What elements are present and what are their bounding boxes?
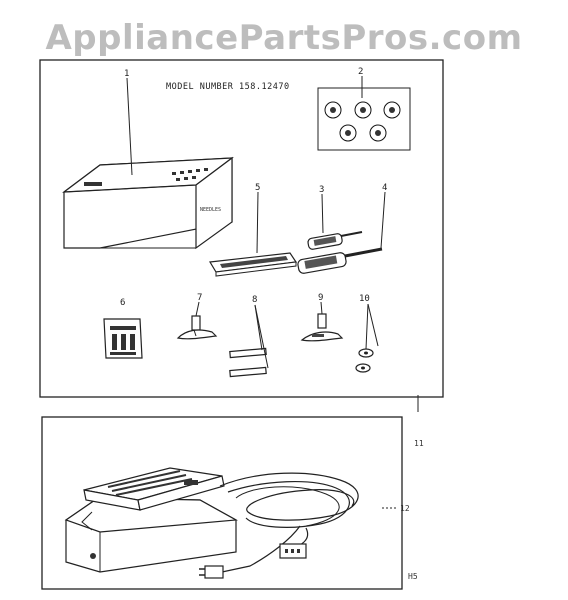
part-felt-pads xyxy=(229,347,267,378)
part-screwdriver-small xyxy=(307,231,363,250)
part-bobbins xyxy=(317,87,411,151)
callout-7: 7 xyxy=(197,293,202,303)
callout-10: 10 xyxy=(359,294,370,304)
callout-5: 5 xyxy=(255,183,260,193)
callout-2: 2 xyxy=(358,67,363,77)
part-throat-plate xyxy=(103,318,143,359)
callout-1: 1 xyxy=(124,69,129,79)
callout-4: 4 xyxy=(382,183,387,193)
side-mark: H5 xyxy=(408,572,418,581)
part-screwdriver-large xyxy=(297,247,383,274)
callout-3: 3 xyxy=(319,185,324,195)
callout-6: 6 xyxy=(120,298,125,308)
part-washers xyxy=(355,348,374,373)
part-tray xyxy=(209,252,298,277)
attachment-box-marking: NEEDLES xyxy=(200,207,221,213)
part-presser-foot-b xyxy=(300,313,344,342)
callout-8: 8 xyxy=(252,295,257,305)
watermark: AppliancePartsPros.com xyxy=(45,18,523,58)
callout-11: 11 xyxy=(414,439,424,448)
part-foot-controller xyxy=(64,467,359,579)
part-attachment-box: NEEDLES xyxy=(62,156,234,250)
callout-9: 9 xyxy=(318,293,323,303)
part-presser-foot-a xyxy=(176,315,218,340)
callout-12: 12 xyxy=(400,504,410,513)
model-number-label: MODEL NUMBER 158.12470 xyxy=(166,82,290,92)
lower-panel-frame xyxy=(41,416,403,590)
upper-panel-frame xyxy=(39,59,444,398)
